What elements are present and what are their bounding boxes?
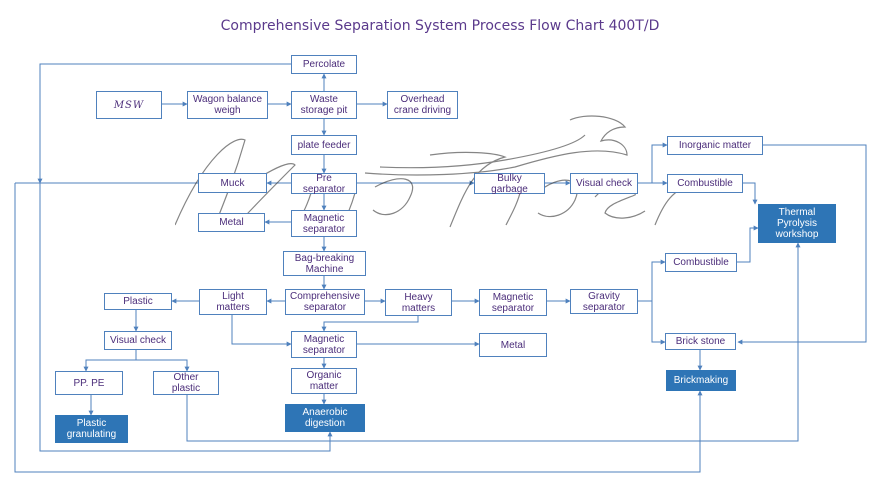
wagon-balance-box: Wagon balance weigh: [187, 91, 268, 119]
magnetic-separator-mid-box: Magnetic separator: [291, 331, 357, 358]
arrow-visual-pp: [83, 350, 137, 372]
bag-breaking-box: Bag-breaking Machine: [283, 251, 366, 276]
arrow-combustible2-thermal: [737, 225, 759, 263]
visual-check-left-box: Visual check: [104, 331, 172, 350]
brick-stone-box: Brick stone: [665, 333, 736, 350]
arrow-heavy-magnetic-mid: [321, 316, 419, 332]
magnetic-separator-right-box: Magnetic separator: [479, 289, 547, 316]
muck-box: Muck: [198, 173, 267, 193]
metal-left-box: Metal: [198, 213, 265, 232]
heavy-matters-box: Heavy matters: [385, 289, 452, 316]
plastic-box: Plastic: [104, 293, 172, 310]
plastic-granulating-box: Plastic granulating: [55, 415, 128, 443]
light-matters-box: Light matters: [199, 289, 267, 315]
metal-right-box: Metal: [479, 333, 547, 357]
arrow-left-to-anaerobic: [39, 183, 333, 452]
brickmaking-box: Brickmaking: [666, 370, 736, 391]
organic-matter-box: Organic matter: [291, 368, 357, 394]
anaerobic-digestion-box: Anaerobic digestion: [285, 404, 365, 432]
arrow-visual-inorganic: [638, 142, 668, 184]
arrow-gravity-split: [638, 259, 666, 302]
pre-separator-box: Pre separator: [291, 173, 357, 195]
gravity-separator-box: Gravity separator: [570, 289, 638, 314]
plate-feeder-box: plate feeder: [291, 135, 357, 155]
overhead-crane-box: Overhead crane driving: [387, 91, 458, 119]
inorganic-matter-box: Inorganic matter: [667, 136, 763, 155]
arrow-other-thermal: [186, 242, 801, 442]
arrow-bottom-to-brickmaking: [14, 183, 703, 473]
percolate-box: Percolate: [291, 55, 357, 74]
thermal-pyrolysis-box: Thermal Pyrolysis workshop: [758, 204, 836, 243]
arrow-light-magnetic: [231, 315, 292, 347]
bulky-garbage-box: Bulky garbage: [474, 173, 545, 195]
arrow-percolate-to-anaerobic: [37, 63, 291, 184]
combustible-top-box: Combustible: [667, 174, 743, 193]
comprehensive-separator-box: Comprehensive separator: [285, 289, 365, 315]
waste-pit-box: Waste storage pit: [291, 91, 357, 119]
arrow-inorganic-brick: [737, 144, 867, 345]
arrow-gravity-brick: [651, 301, 666, 345]
chart-title: Comprehensive Separation System Process …: [220, 18, 660, 34]
magnetic-separator-top-box: Magnetic separator: [291, 210, 357, 237]
visual-check-top-box: Visual check: [570, 173, 638, 194]
pp-pe-box: PP. PE: [55, 371, 123, 395]
arrow-combustible-thermal: [743, 182, 758, 205]
arrow-visual-other: [135, 350, 190, 372]
msw-box: MSW: [96, 91, 162, 119]
combustible-mid-box: Combustible: [665, 253, 737, 272]
other-plastic-box: Other plastic: [153, 371, 219, 395]
